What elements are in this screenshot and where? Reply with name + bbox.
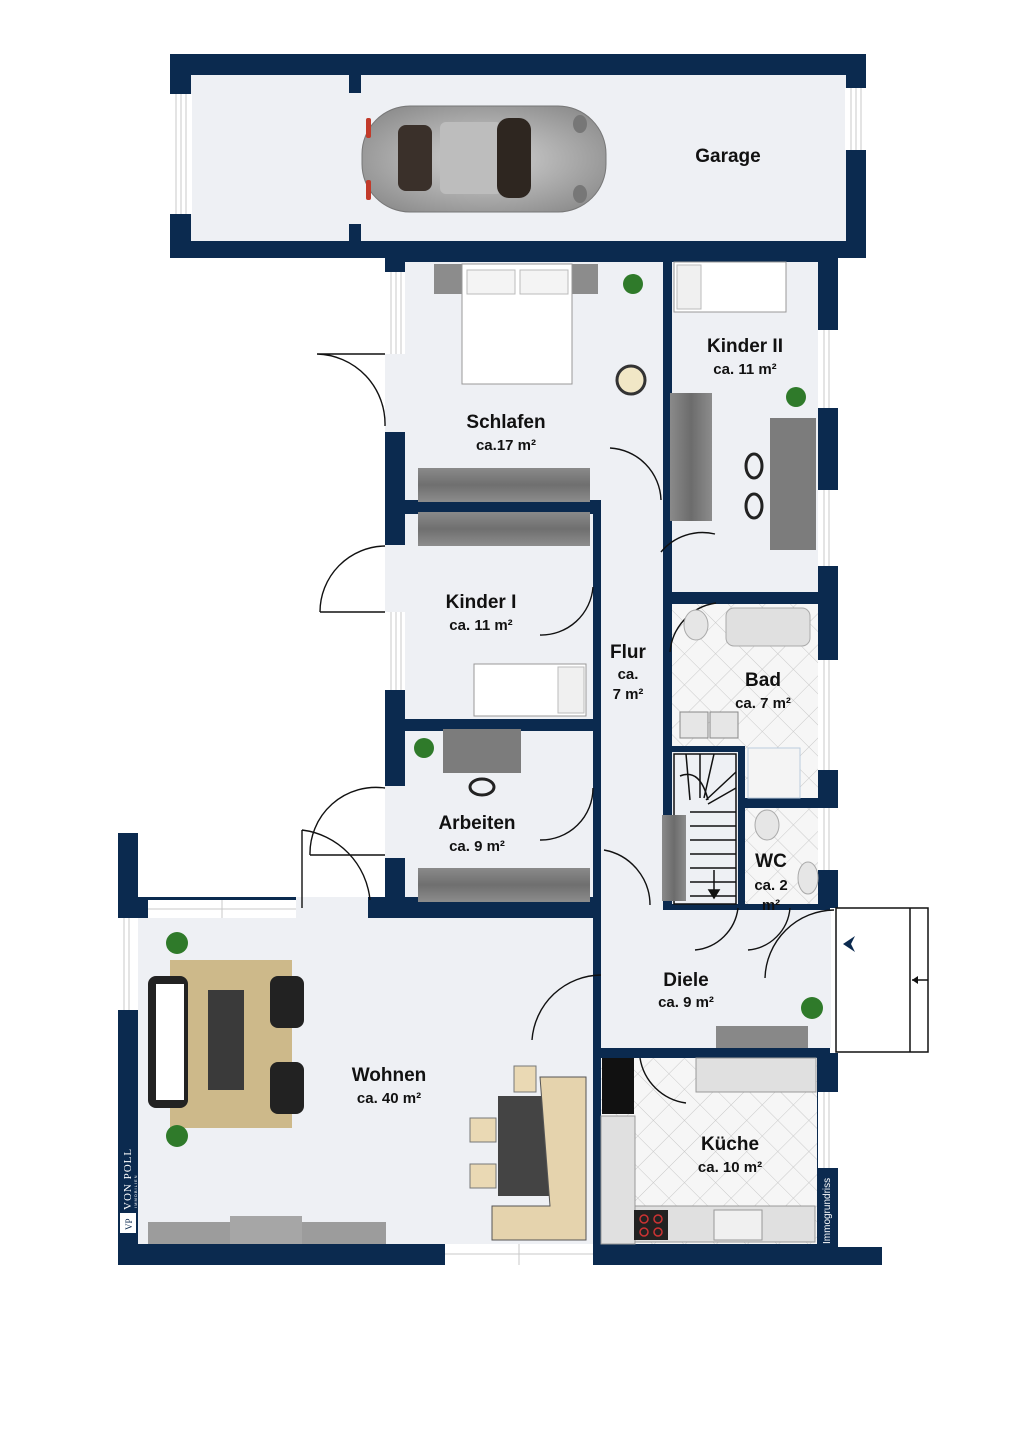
flur-floor: [601, 500, 663, 910]
room-area-wc-2: m²: [762, 897, 780, 914]
room-name-diele: Diele: [663, 970, 708, 991]
car-icon: [361, 105, 607, 213]
logo-initials: VP: [124, 1218, 134, 1230]
room-area-flur: ca.: [618, 666, 639, 683]
door-kinder1: [539, 586, 594, 636]
doors: [301, 353, 835, 1104]
chair-icon: [513, 1065, 537, 1093]
entrance-arrow-icon: [843, 936, 855, 952]
von-poll-logo: VP VON POLL IMMOBILIEN: [120, 1148, 138, 1233]
room-name-kueche: Küche: [701, 1134, 759, 1155]
sink-icon: [709, 711, 739, 739]
office-chair-icon: [468, 777, 496, 797]
room-name-kinder1: Kinder I: [446, 592, 517, 613]
armchair-icon: [270, 976, 304, 1028]
logo-name: VON POLL: [122, 1148, 134, 1210]
fridge-icon: [602, 1058, 634, 1114]
stove-icon: [634, 1210, 668, 1240]
room-area-diele: ca. 9 m²: [658, 994, 714, 1011]
kitchen-sink-icon: [713, 1209, 763, 1241]
toilet-icon: [754, 809, 780, 841]
chair-icon: [744, 452, 764, 480]
coffee-table: [208, 990, 244, 1090]
kitchen-counter-top: [695, 1057, 817, 1093]
desk-kinder2: [770, 418, 816, 550]
stairs: [673, 753, 737, 905]
dining-table: [498, 1096, 550, 1196]
room-name-arbeiten: Arbeiten: [438, 813, 515, 834]
door-flur-diele: [603, 849, 651, 906]
room-area-kinder2: ca. 11 m²: [713, 361, 776, 378]
chair-icon: [744, 492, 764, 520]
cabinet-flur: [662, 815, 686, 901]
desk-arbeiten: [443, 729, 521, 773]
wardrobe-kinder1: [418, 512, 590, 546]
room-area-wohnen: ca. 40 m²: [357, 1090, 421, 1107]
room-area-kueche: ca. 10 m²: [698, 1159, 762, 1176]
sink-icon: [797, 861, 819, 895]
room-name-schlafen: Schlafen: [466, 412, 545, 433]
door-entrance: [764, 909, 835, 979]
toilet-icon: [683, 609, 709, 641]
stool-icon: [615, 364, 647, 396]
armchair-icon: [270, 1062, 304, 1114]
room-area-kinder1: ca. 11 m²: [449, 617, 512, 634]
plant-icon: [166, 932, 188, 954]
logo-badge: [120, 1213, 136, 1233]
door-kinder1-exterior: [319, 545, 386, 613]
sideboard-diele: [716, 1026, 808, 1048]
sink-icon: [679, 711, 709, 739]
wardrobe-arbeiten: [418, 868, 590, 902]
room-name-bad: Bad: [745, 670, 781, 691]
door-kinder2: [660, 531, 716, 553]
door-wohnen: [531, 974, 602, 1041]
room-name-wc: WC: [755, 851, 787, 872]
wardrobe-schlafen: [418, 468, 590, 502]
logo-sub: IMMOBILIEN: [133, 1174, 138, 1208]
plant-icon: [801, 997, 823, 1019]
door-arbeiten: [539, 787, 594, 841]
door-wc: [747, 907, 791, 951]
room-name-garage: Garage: [695, 146, 760, 167]
door-schlafen: [609, 447, 662, 501]
door-arbeiten-exterior: [309, 786, 386, 856]
plant-icon: [786, 387, 806, 407]
room-area-bad: ca. 7 m²: [735, 695, 791, 712]
chair-icon: [469, 1163, 497, 1189]
chair-icon: [469, 1117, 497, 1143]
furniture: [148, 261, 819, 1245]
corner-bench: [491, 1076, 587, 1241]
entrance: [835, 907, 929, 1053]
plant-icon: [623, 274, 643, 294]
diele-floor: [601, 910, 831, 1048]
room-labels: Garage Schlafen ca.17 m² Kinder II ca. 1…: [352, 146, 791, 1176]
plant-icon: [166, 1125, 188, 1147]
room-area-schlafen: ca.17 m²: [476, 437, 536, 454]
credit: Immogrundriss: [822, 1178, 833, 1244]
room-area-wc: ca. 2: [754, 877, 787, 894]
plants: [166, 274, 823, 1147]
bathtub-icon: [725, 607, 811, 647]
credit-text: Immogrundriss: [822, 1178, 833, 1244]
room-name-flur: Flur: [610, 642, 646, 663]
plant-icon: [414, 738, 434, 758]
door-schlafen-exterior: [316, 353, 386, 427]
room-name-wohnen: Wohnen: [352, 1065, 427, 1086]
room-name-kinder2: Kinder II: [707, 336, 783, 357]
kitchen-counter-left: [600, 1115, 636, 1245]
room-area-flur-2: 7 m²: [613, 686, 644, 703]
wardrobe-kinder2: [670, 393, 712, 521]
shower-icon: [747, 747, 801, 799]
door-terrace: [301, 829, 371, 908]
room-area-arbeiten: ca. 9 m²: [449, 838, 505, 855]
door-stairs: [694, 907, 739, 951]
door-kueche: [639, 1057, 687, 1104]
